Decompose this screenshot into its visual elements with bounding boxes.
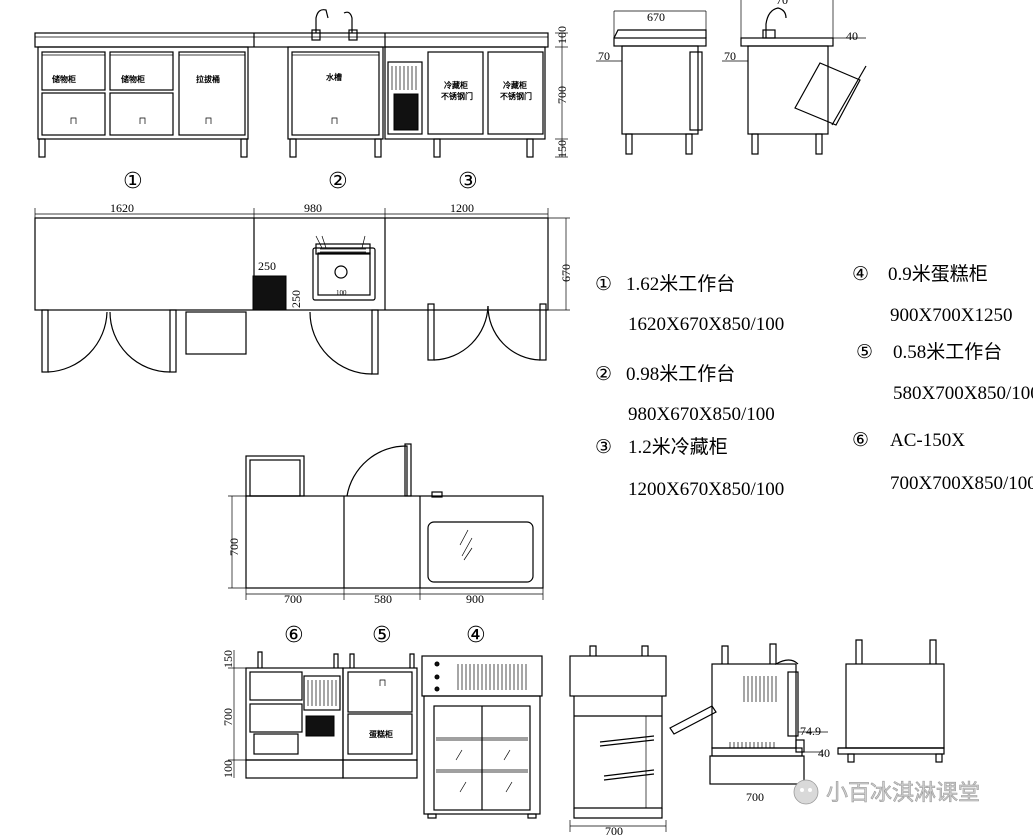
waste-bin-opening (252, 275, 287, 311)
legend-name-6: AC-150X (890, 430, 965, 451)
plan-width-980: 980 (304, 201, 322, 215)
height-700: 700 (555, 86, 569, 104)
side-view-sink: 70 40 70 (722, 0, 867, 155)
legend-num-1: ① (595, 273, 612, 295)
legend-spec-6: 700X700X850/100 (890, 473, 1033, 494)
height-150: 150 (555, 140, 569, 158)
legend-num-5: ⑤ (856, 341, 873, 363)
cabinet-label-5: 冷藏柜 不锈钢门 (441, 80, 473, 101)
legend-num-2: ② (595, 363, 612, 385)
lower-h-150: 150 (221, 650, 235, 668)
side-top-70: 70 (776, 0, 788, 7)
lower-elevation: ⑥ ⑤ ④ 150 700 100 蛋糕柜 (221, 623, 543, 819)
lower-h-100: 100 (221, 760, 235, 778)
open-lid (669, 705, 717, 735)
drawer-label: 蛋糕柜 (369, 729, 393, 739)
legend-spec-3: 1200X670X850/100 (628, 479, 784, 500)
ac-offset-74-9: 74.9 (800, 724, 821, 738)
top-elevation: 储物柜 储物柜 拉拔桶 水槽 冷藏柜 不锈钢门 冷藏柜 不锈钢门 100 700… (34, 9, 569, 194)
legend-num-3: ③ (595, 436, 612, 458)
cabinet-label-1: 储物柜 (51, 74, 76, 84)
side-view-fridge: 670 70 (596, 10, 707, 155)
plan-width-1200: 1200 (450, 201, 474, 215)
label-5-line2: 不锈钢门 (441, 91, 473, 101)
label-6-line2: 不锈钢门 (500, 91, 532, 101)
legend-num-4: ④ (852, 263, 869, 285)
cabinet-label-3: 拉拔桶 (196, 74, 220, 84)
legend-spec-5: 580X700X850/100 (893, 383, 1033, 404)
cabinet-label-4: 水槽 (325, 72, 342, 82)
side-edge-40: 40 (846, 29, 858, 43)
cabinet-label-6: 冷藏柜 不锈钢门 (500, 80, 532, 101)
box-w-250: 250 (258, 259, 276, 273)
wechat-icon (793, 779, 819, 805)
legend-spec-2: 980X670X850/100 (628, 404, 775, 425)
marker-4: ④ (466, 623, 486, 648)
legend-num-6: ⑥ (852, 429, 869, 451)
box-h-250: 250 (289, 290, 303, 308)
legend: ① 1.62米工作台 1620X670X850/100 ② 0.98米工作台 9… (595, 263, 1033, 500)
label-5-line1: 冷藏柜 (444, 80, 468, 90)
ac-edge-40: 40 (818, 746, 830, 760)
label-6-line1: 冷藏柜 (503, 80, 527, 90)
legend-name-1: 1.62米工作台 (626, 273, 735, 295)
sink-bowl (312, 247, 376, 301)
faucet-right-icon (343, 11, 353, 33)
side-offset-70: 70 (598, 49, 610, 63)
side-faucet-icon (765, 7, 787, 38)
side-width-670: 670 (647, 10, 665, 24)
faucet-left-icon (315, 9, 329, 33)
marker-5: ⑤ (372, 623, 392, 648)
legend-name-3: 1.2米冷藏柜 (628, 436, 728, 458)
cabinet-label-2: 储物柜 (120, 74, 145, 84)
top-plan: 1620 980 1200 670 250 250 100 (34, 201, 573, 375)
lower-width-700: 700 (284, 592, 302, 606)
lower-plan: 700 700 580 900 (227, 443, 544, 606)
side-offset-70b: 70 (724, 49, 736, 63)
pull-bin-tilted (794, 62, 861, 126)
marker-2: ② (328, 169, 348, 194)
plan-width-1620: 1620 (110, 201, 134, 215)
marker-6: ⑥ (284, 623, 304, 648)
legend-spec-4: 900X700X1250 (890, 305, 1012, 326)
height-100: 100 (555, 26, 569, 44)
legend-name-4: 0.9米蛋糕柜 (888, 263, 988, 285)
legend-name-2: 0.98米工作台 (626, 363, 735, 385)
back-view (837, 639, 945, 763)
legend-name-5: 0.58米工作台 (893, 341, 1002, 363)
ac-width-700: 700 (746, 790, 764, 804)
marker-3: ③ (458, 169, 478, 194)
cake-display-glass (427, 521, 534, 583)
fryer-label-100: 100 (336, 289, 347, 297)
drain-icon (334, 265, 348, 279)
lower-width-900: 900 (466, 592, 484, 606)
countertop (34, 32, 549, 48)
watermark-text: 小百冰淇淋课堂 (826, 781, 980, 806)
lower-h-700: 700 (221, 708, 235, 726)
marker-1: ① (123, 169, 143, 194)
legend-spec-1: 1620X670X850/100 (628, 314, 784, 335)
plan-depth-670: 670 (559, 264, 573, 282)
ac-side-view: 74.9 40 700 (669, 643, 830, 804)
watermark: 小百冰淇淋课堂 (793, 779, 980, 806)
cake-side-view: 700 (569, 645, 667, 838)
pull-bin-open (185, 311, 247, 355)
compressor-grille (387, 61, 423, 135)
cake-side-width-700: 700 (605, 824, 623, 838)
lower-width-580: 580 (374, 592, 392, 606)
lower-depth-700: 700 (227, 538, 241, 556)
